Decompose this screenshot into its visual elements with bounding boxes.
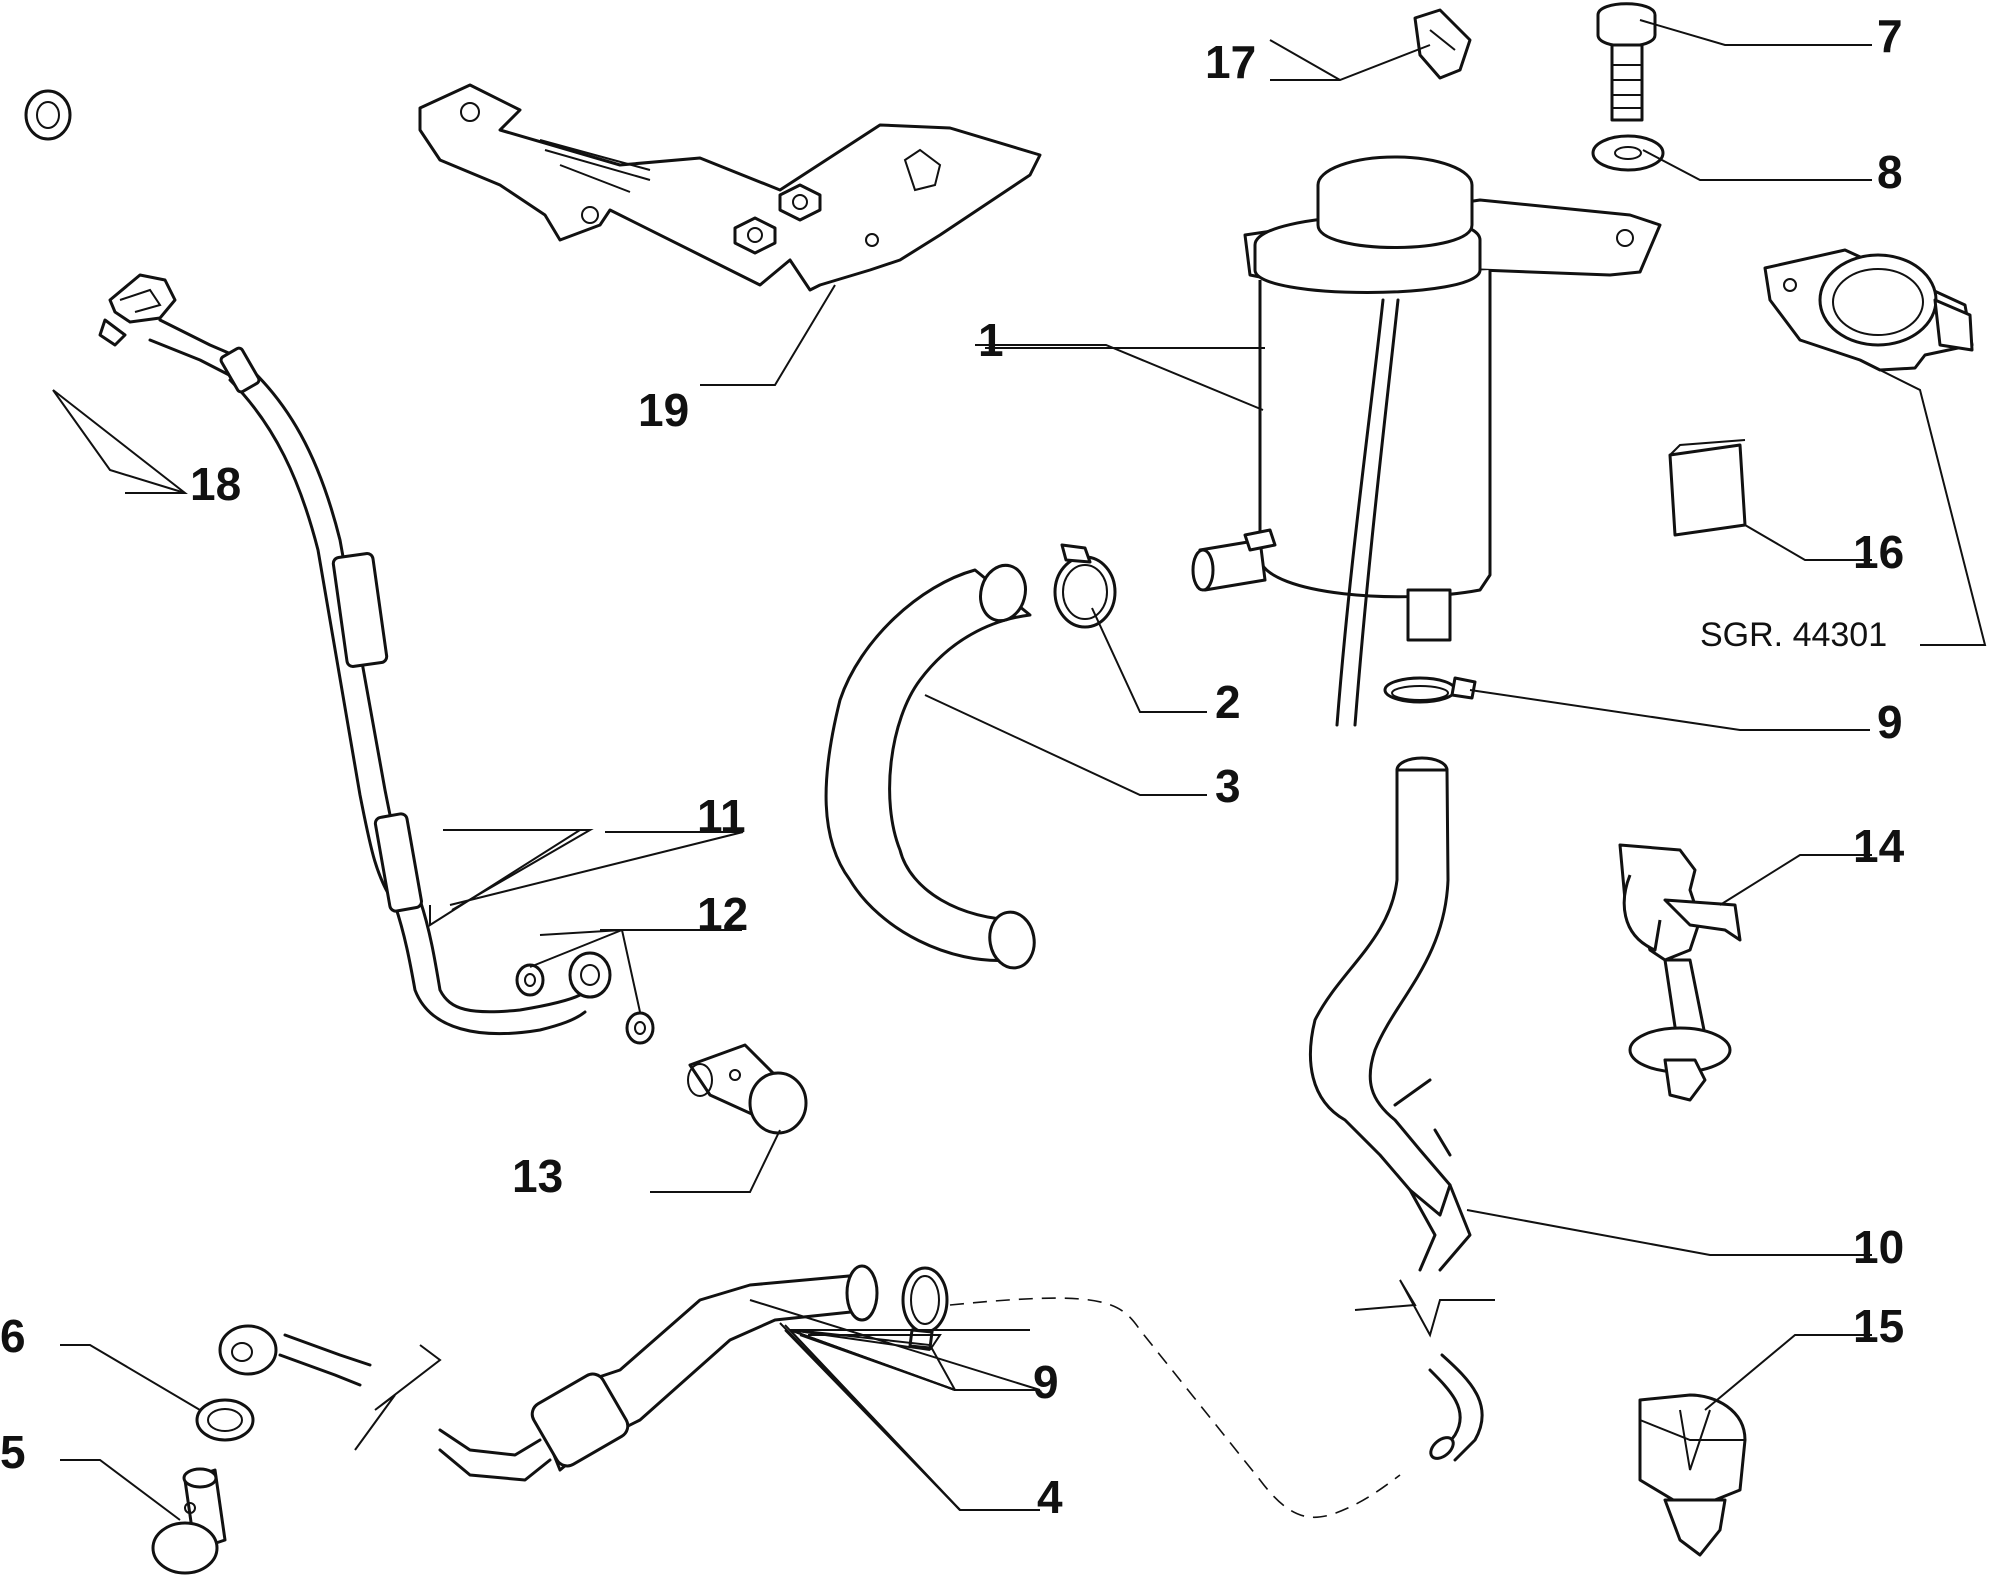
callout-4: 4 [1037,1471,1063,1523]
part-1-reservoir [1191,155,1662,727]
part-9-clamp-upper [1383,676,1477,704]
callout-labels: 1 2 3 4 5 6 7 8 9 9 10 11 12 13 14 15 16… [0,10,1905,1523]
callout-3: 3 [1215,760,1241,812]
part-13-banjo-bolt [687,1043,808,1135]
callout-16: 16 [1853,526,1904,578]
callout-7: 7 [1877,10,1903,62]
callout-11: 11 [697,790,746,842]
callout-9-lower: 9 [1033,1356,1059,1408]
part-18-washer [24,89,72,141]
callout-5: 5 [0,1426,26,1478]
reference-code: SGR. 44301 [1700,616,1887,654]
part-14-clip [1618,843,1742,1102]
hose-continuity-dashed-line [949,1297,1401,1519]
part-10-hose [1309,756,1495,1462]
part-12-washers [515,963,655,1045]
part-15-clip [1638,1393,1747,1557]
part-17-clip [1413,8,1472,80]
callout-2: 2 [1215,676,1241,728]
part-6-washer [195,1398,255,1442]
callout-13: 13 [512,1150,563,1202]
callout-15: 15 [1853,1300,1904,1352]
callout-9-upper: 9 [1877,696,1903,748]
part-3-hose [824,563,1036,970]
leader-lines [52,19,1987,1521]
callout-6: 6 [0,1310,26,1362]
callout-14: 14 [1853,820,1905,872]
part-19-bracket [418,83,1042,292]
callout-18: 18 [190,458,241,510]
part-11-pressure-pipe [98,273,612,1036]
part-7-bolt [1596,2,1657,122]
callout-19: 19 [638,384,689,436]
callout-10: 10 [1853,1221,1904,1273]
callout-12: 12 [697,888,748,940]
part-8-washer [1591,134,1665,172]
part-sgr-clamp-bracket [1763,248,1974,372]
part-4-hose [218,1264,879,1482]
part-16-pad [1668,439,1747,537]
callout-1: 1 [978,314,1004,366]
part-5-banjo-bolt [151,1467,227,1575]
part-2-clamp [1053,543,1117,629]
callout-8: 8 [1877,146,1903,198]
callout-17: 17 [1205,36,1256,88]
